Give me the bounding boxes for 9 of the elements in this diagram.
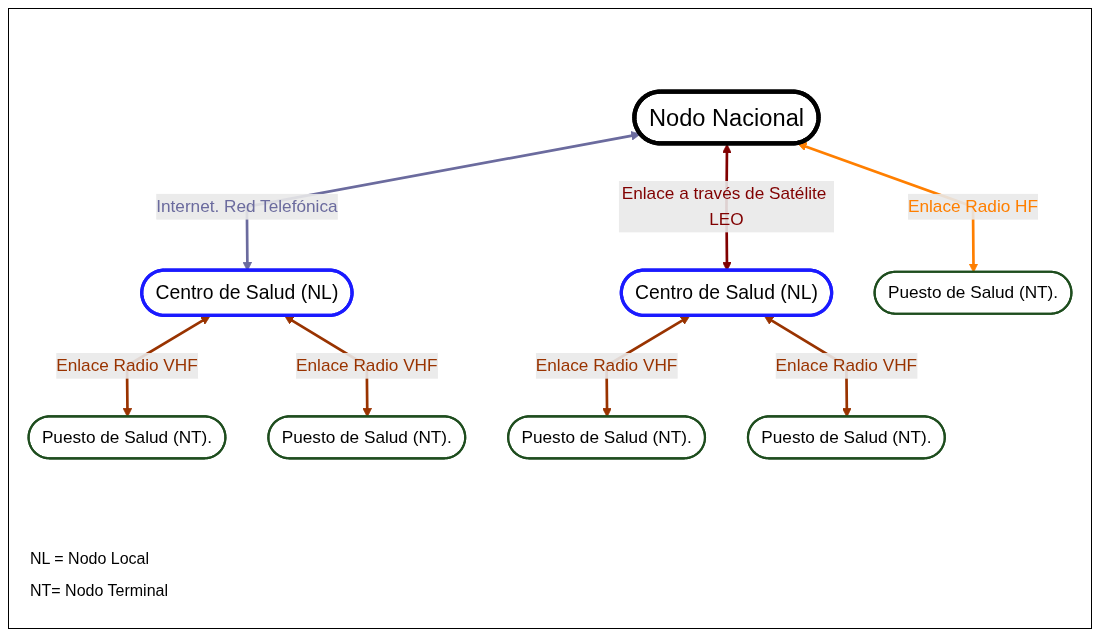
edge-label: Enlace Radio VHF — [775, 356, 918, 375]
edge-label: Enlace Radio VHF — [535, 356, 678, 375]
edge-label: Enlace Radio HF — [907, 197, 1039, 216]
abbreviation-note: NT= Nodo Terminal — [30, 582, 168, 600]
edge-label: Internet. Red Telefónica — [156, 197, 338, 216]
edge-label: Enlace a través de Satélite LEO — [621, 184, 827, 229]
edge-label: Enlace Radio VHF — [296, 356, 438, 375]
abbreviation-note: NL = Nodo Local — [30, 550, 151, 568]
edge-label: Enlace Radio VHF — [56, 356, 198, 375]
